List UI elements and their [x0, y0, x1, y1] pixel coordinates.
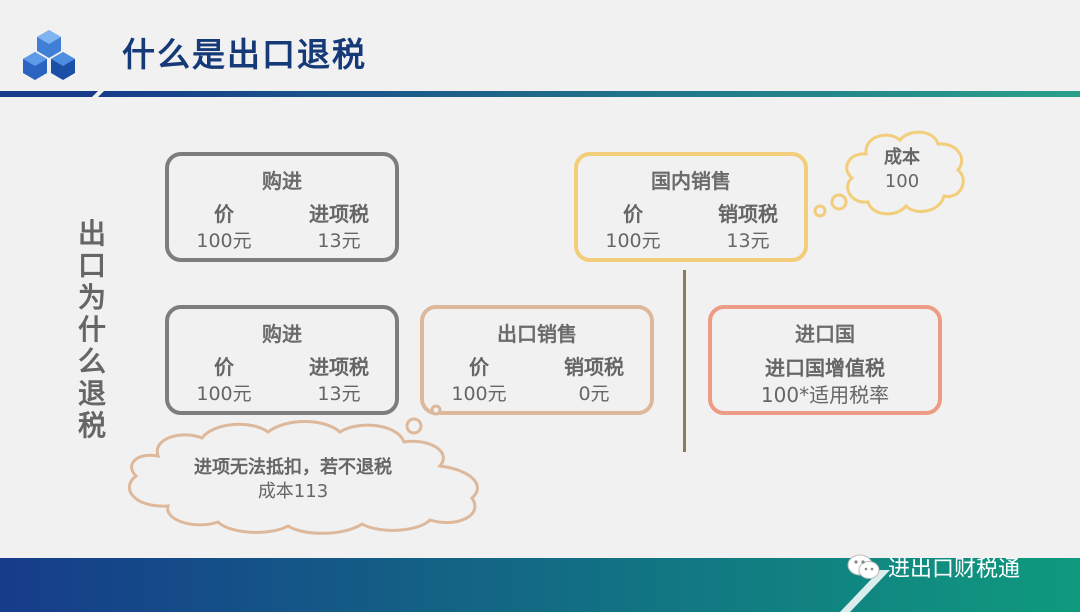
- price-column: 价 100元: [578, 201, 688, 255]
- import-vat-formula: 100*适用税率: [760, 383, 890, 407]
- price-column: 价 100元: [169, 354, 279, 408]
- output-tax-label: 销项税: [718, 202, 778, 226]
- import-country-box: 进口国 进口国增值税 100*适用税率: [708, 305, 942, 415]
- side-title: 出口为什么退税: [77, 217, 106, 442]
- input-tax-label: 进项税: [309, 355, 369, 379]
- output-tax-value: 0元: [578, 383, 610, 405]
- price-label: 价: [469, 355, 489, 379]
- export-sale-title: 出口销售: [497, 322, 577, 346]
- brand-name: 进出口财税通: [888, 557, 1021, 582]
- price-column: 价 100元: [169, 201, 279, 255]
- cube-logo-icon: [23, 30, 75, 80]
- no-refund-bubble-text: 进项无法抵扣，若不退税 成本113: [168, 456, 418, 504]
- price-value: 100元: [605, 230, 661, 252]
- price-label: 价: [214, 355, 234, 379]
- purchase-box-bottom: 购进 价 100元 进项税 13元: [165, 305, 399, 415]
- price-label: 价: [214, 202, 234, 226]
- input-tax-label: 进项税: [309, 202, 369, 226]
- cost-bubble-value: 100: [884, 171, 920, 192]
- cost-bubble-text: 成本 100: [852, 146, 952, 194]
- no-refund-cloud-shape: [128, 404, 479, 535]
- cost-bubble-label: 成本: [884, 147, 920, 168]
- price-value: 100元: [196, 230, 252, 252]
- purchase-box-top: 购进 价 100元 进项税 13元: [165, 152, 399, 262]
- input-tax-column: 进项税 13元: [284, 354, 394, 408]
- wechat-icon: [847, 554, 880, 579]
- brand-mark: 进出口财税通: [846, 552, 1020, 582]
- no-refund-bubble-line2: 成本113: [257, 481, 329, 502]
- header-rule: [0, 91, 1080, 97]
- price-value: 100元: [196, 383, 252, 405]
- price-label: 价: [623, 202, 643, 226]
- import-country-title: 进口国: [795, 322, 855, 346]
- cost-cloud-shape: [813, 130, 965, 218]
- purchase-title: 购进: [262, 169, 302, 193]
- input-tax-value: 13元: [317, 383, 361, 405]
- domestic-sale-title: 国内销售: [651, 169, 731, 193]
- vertical-divider: [683, 270, 686, 452]
- price-value: 100元: [451, 383, 507, 405]
- output-tax-label: 销项税: [564, 355, 624, 379]
- domestic-sale-box: 国内销售 价 100元 销项税 13元: [574, 152, 808, 262]
- footer-band: [0, 558, 1080, 612]
- output-tax-column: 销项税 13元: [693, 201, 803, 255]
- page-title: 什么是出口退税: [122, 35, 367, 74]
- input-tax-value: 13元: [317, 230, 361, 252]
- output-tax-column: 销项税 0元: [539, 354, 649, 408]
- price-column: 价 100元: [424, 354, 534, 408]
- purchase-title: 购进: [262, 322, 302, 346]
- output-tax-value: 13元: [726, 230, 770, 252]
- export-sale-box: 出口销售 价 100元 销项税 0元: [420, 305, 654, 415]
- input-tax-column: 进项税 13元: [284, 201, 394, 255]
- no-refund-bubble-line1: 进项无法抵扣，若不退税: [194, 457, 392, 478]
- import-vat-label: 进口国增值税: [765, 356, 885, 380]
